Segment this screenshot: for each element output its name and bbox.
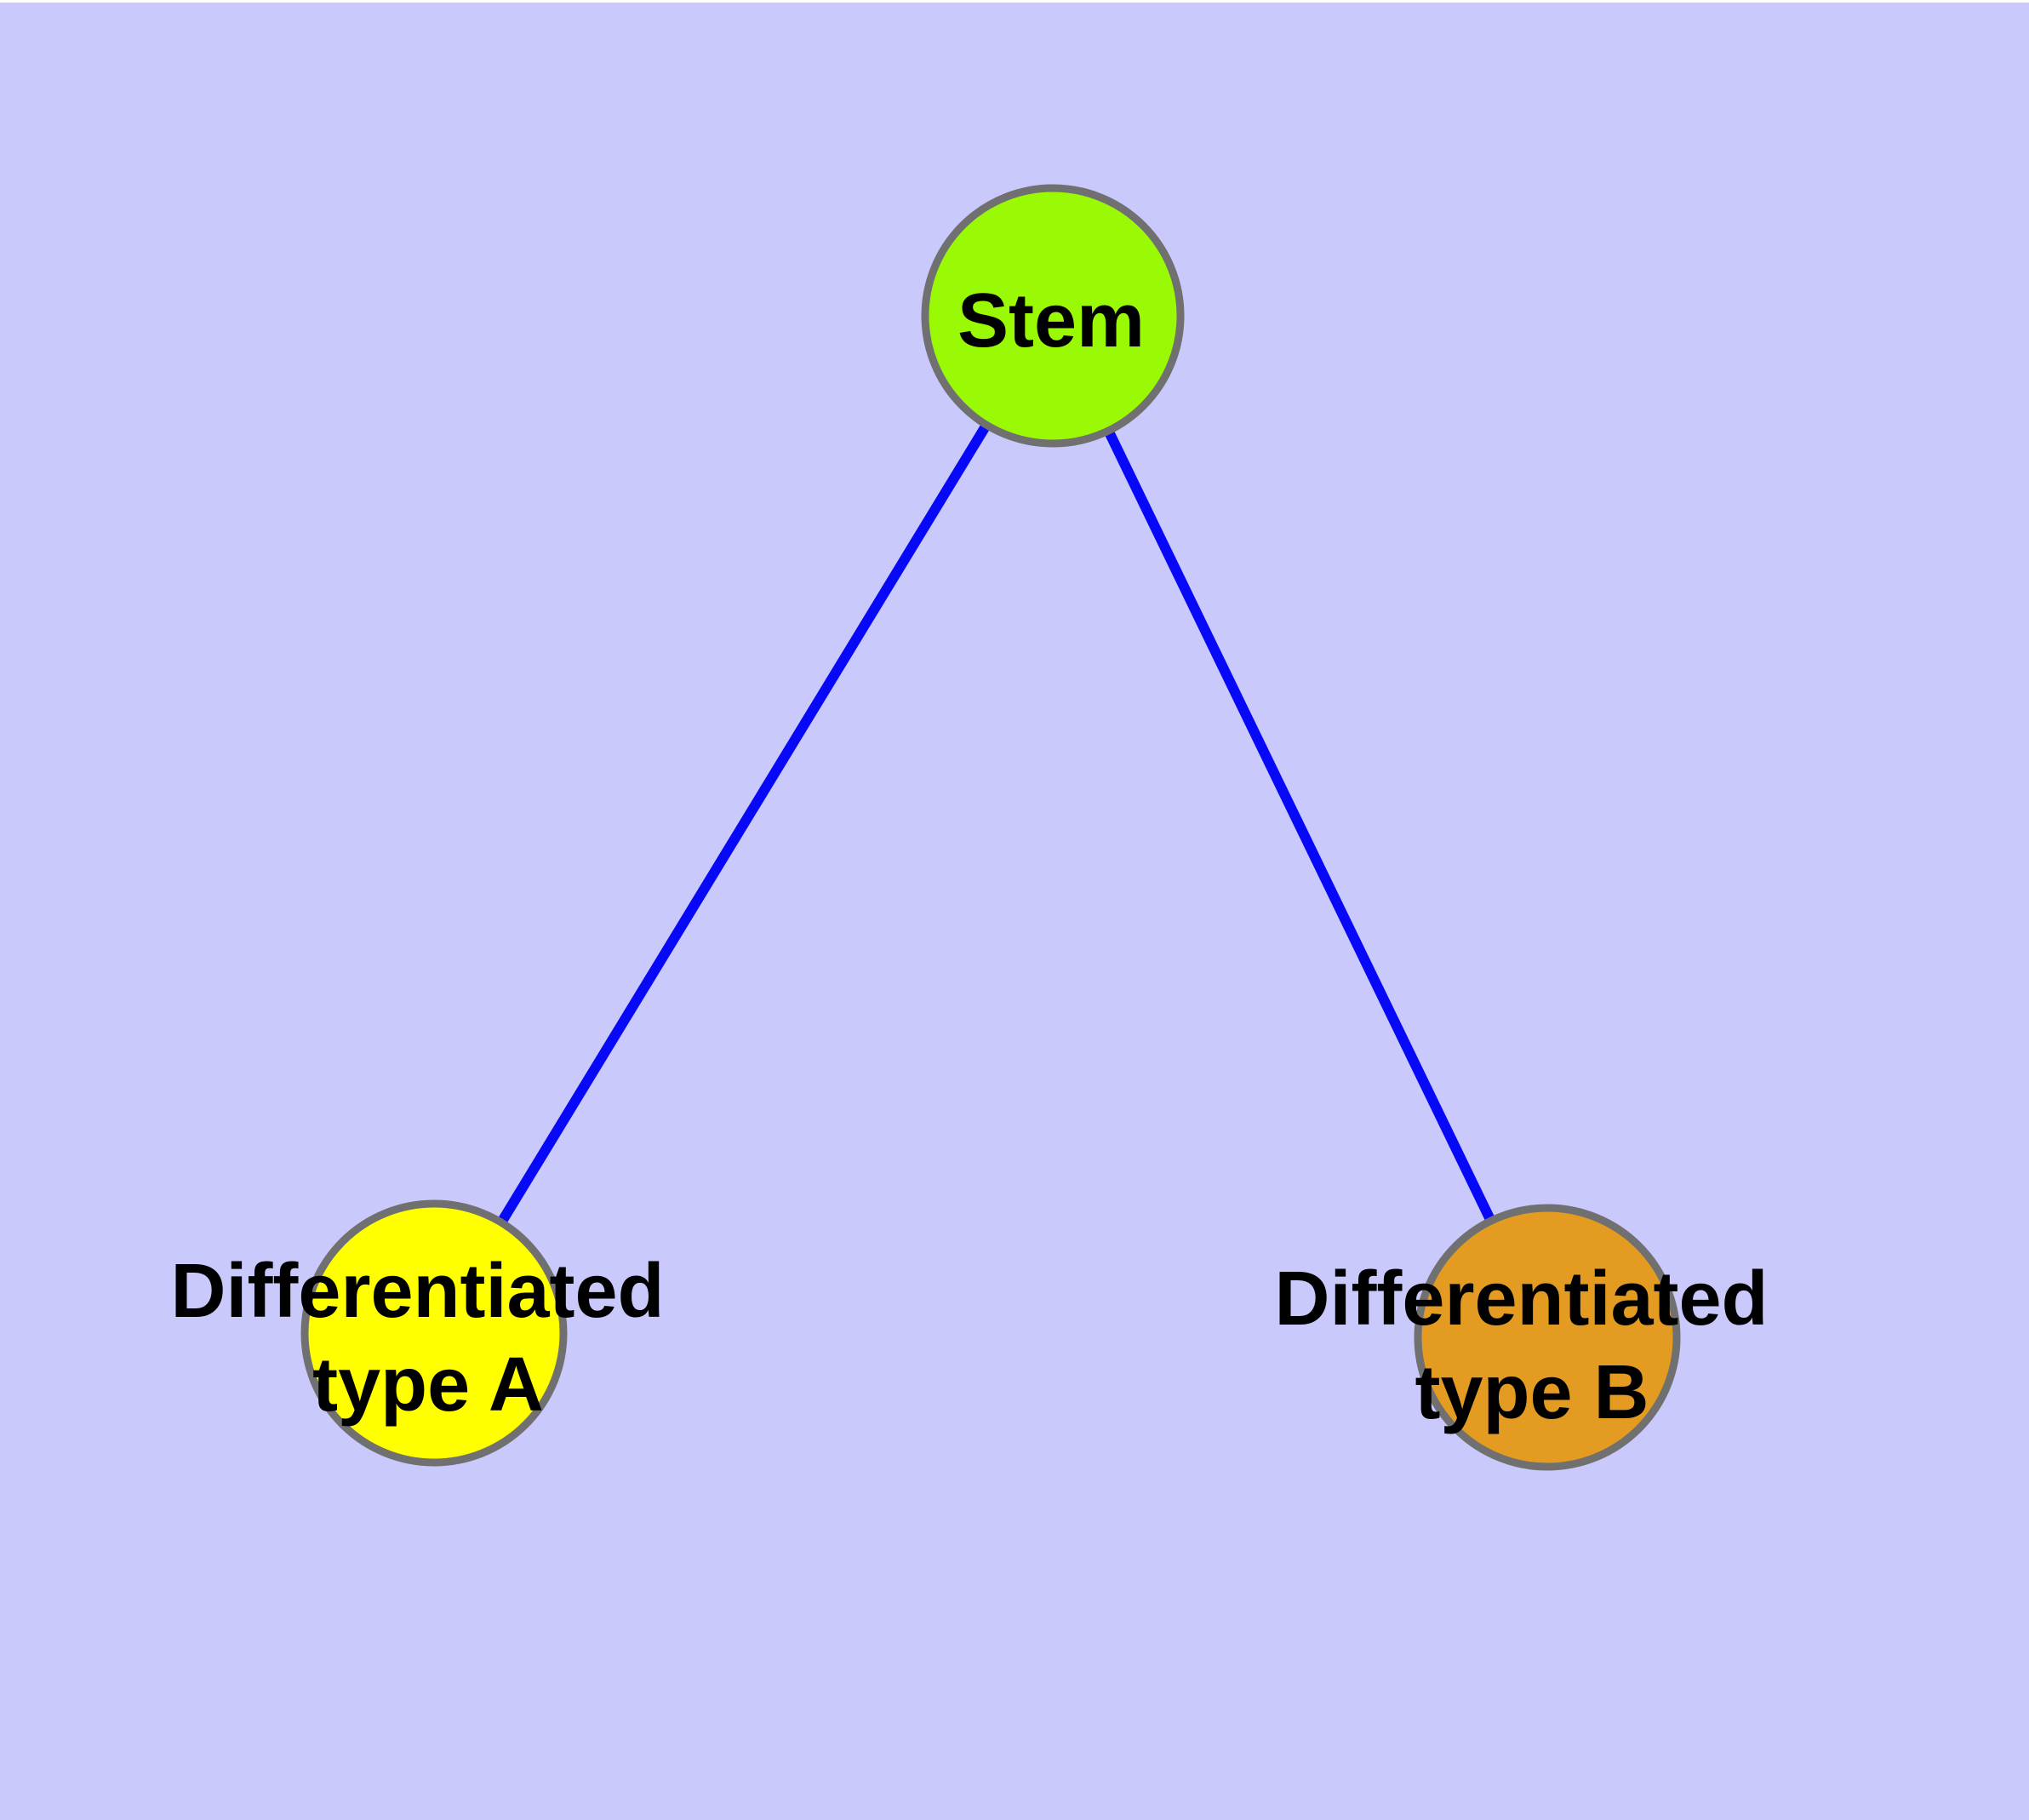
- node-differentiated-type-a-label-line1: Differentiated: [170, 1249, 664, 1334]
- node-differentiated-type-a-circle: [300, 1199, 568, 1467]
- node-differentiated-type-a-label-line2: type A: [312, 1342, 544, 1428]
- node-differentiated-type-b-label-line2: type B: [1415, 1350, 1649, 1435]
- node-differentiated-type-a-label: Differentiated type A: [170, 1249, 685, 1428]
- node-stem-circle: [921, 184, 1185, 448]
- node-differentiated-type-b-label-line1: Differentiated: [1274, 1256, 1768, 1342]
- edge-stem-to-type-b: [1048, 313, 1552, 1340]
- edges: [429, 312, 1552, 1340]
- edge-stem-to-type-a: [429, 312, 1058, 1336]
- node-stem: Stem: [921, 184, 1185, 448]
- node-stem-label: Stem: [957, 278, 1145, 363]
- node-differentiated-type-b-circle: [1414, 1204, 1681, 1471]
- node-differentiated-type-b: Differentiated type B: [1274, 1204, 1789, 1471]
- top-margin-strip: [0, 0, 2029, 3]
- node-differentiated-type-a: Differentiated type A: [170, 1199, 685, 1467]
- node-differentiated-type-b-label: Differentiated type B: [1274, 1256, 1789, 1435]
